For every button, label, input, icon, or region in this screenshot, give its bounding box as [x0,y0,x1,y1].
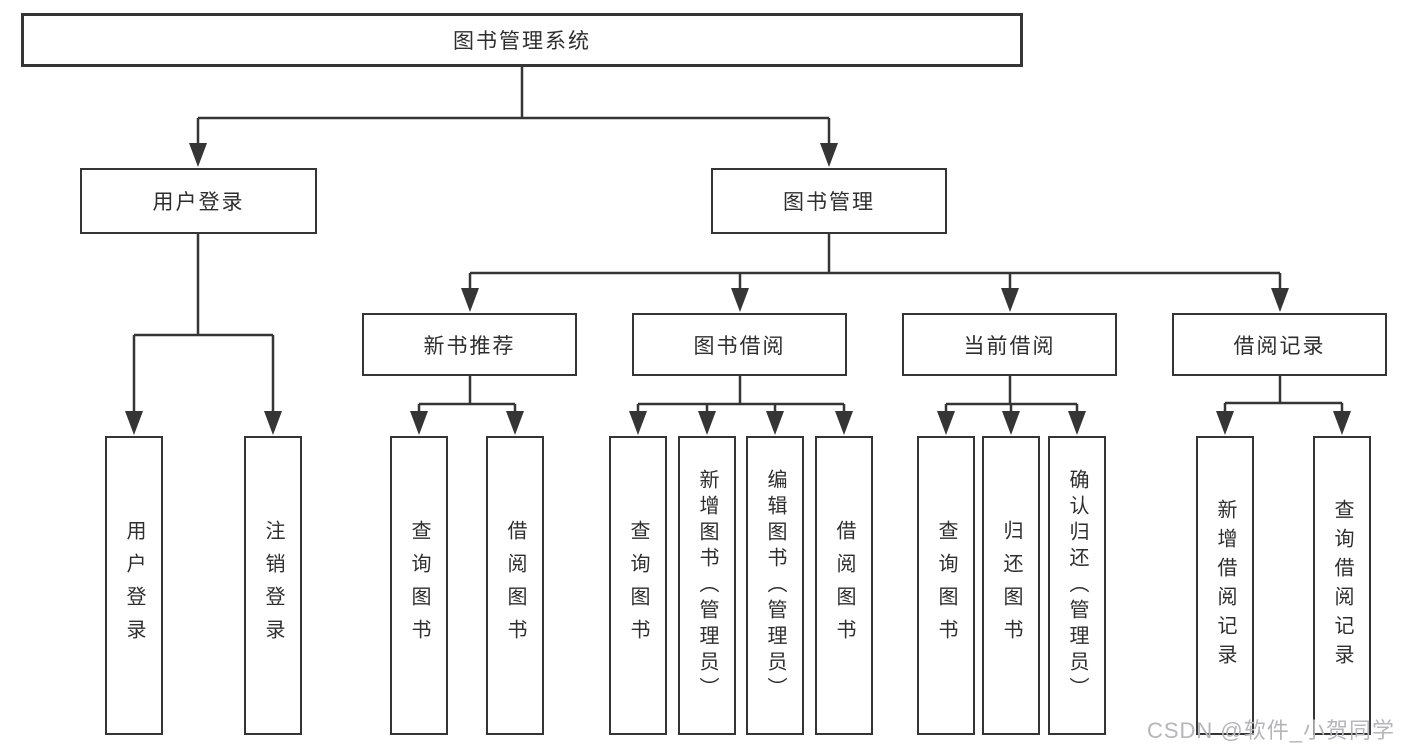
leaf-add-borrow-record: 新增借阅记录 [1196,436,1254,735]
node-current-borrowing: 当前借阅 [902,313,1117,376]
arrowhead-icon [820,143,838,167]
arrowhead-icon [1001,288,1019,312]
arrowhead-icon [937,411,955,435]
node-borrowing-records-label: 借阅记录 [1233,334,1326,358]
leaf-query-books-borrowing: 查询图书 [609,436,667,735]
arrowhead-icon [698,411,716,435]
arrowhead-icon [731,288,749,312]
node-book-management: 图书管理 [711,168,947,234]
leaf-query-borrow-record: 查询借阅记录 [1313,436,1371,735]
node-book-borrowing: 图书借阅 [632,313,847,376]
node-book-borrowing-label: 图书借阅 [693,334,786,358]
arrowhead-icon [1002,411,1020,435]
node-new-book-recommend: 新书推荐 [362,313,577,376]
arrowhead-icon [410,411,428,435]
arrowhead-icon [766,411,784,435]
leaf-return-books: 归还图书 [982,436,1040,735]
node-new-book-recommend-label: 新书推荐 [423,334,516,358]
leaf-logout: 注销登录 [244,436,302,735]
arrowhead-icon [1271,288,1289,312]
leaf-borrow-books-recommend: 借阅图书 [486,436,544,735]
node-root-label: 图书管理系统 [453,30,591,53]
node-root-system: 图书管理系统 [21,13,1023,67]
leaf-borrow-books: 借阅图书 [815,436,873,735]
arrowhead-icon [835,411,853,435]
leaf-query-books-current: 查询图书 [917,436,975,735]
leaf-add-books-admin: 新增图书（管理员） [678,436,736,735]
leaf-confirm-return-admin: 确认归还（管理员） [1048,436,1106,735]
arrowhead-icon [629,411,647,435]
arrowhead-icon [1216,411,1234,435]
node-book-management-label: 图书管理 [783,191,875,214]
leaf-query-books-recommend: 查询图书 [390,436,448,735]
arrowhead-icon [1068,411,1086,435]
arrowhead-icon [506,411,524,435]
arrowhead-icon [461,288,479,312]
node-borrowing-records: 借阅记录 [1172,313,1387,376]
arrowhead-icon [1333,411,1351,435]
arrowhead-icon [189,143,207,167]
node-user-login: 用户登录 [80,168,317,234]
arrowhead-icon [264,411,282,435]
leaf-user-login: 用户登录 [105,436,163,735]
csdn-watermark: CSDN @软件_小贺同学 [1146,718,1395,743]
leaf-edit-books-admin: 编辑图书（管理员） [746,436,804,735]
arrowhead-icon [125,411,143,435]
node-user-login-label: 用户登录 [152,191,245,214]
node-current-borrowing-label: 当前借阅 [963,334,1056,358]
